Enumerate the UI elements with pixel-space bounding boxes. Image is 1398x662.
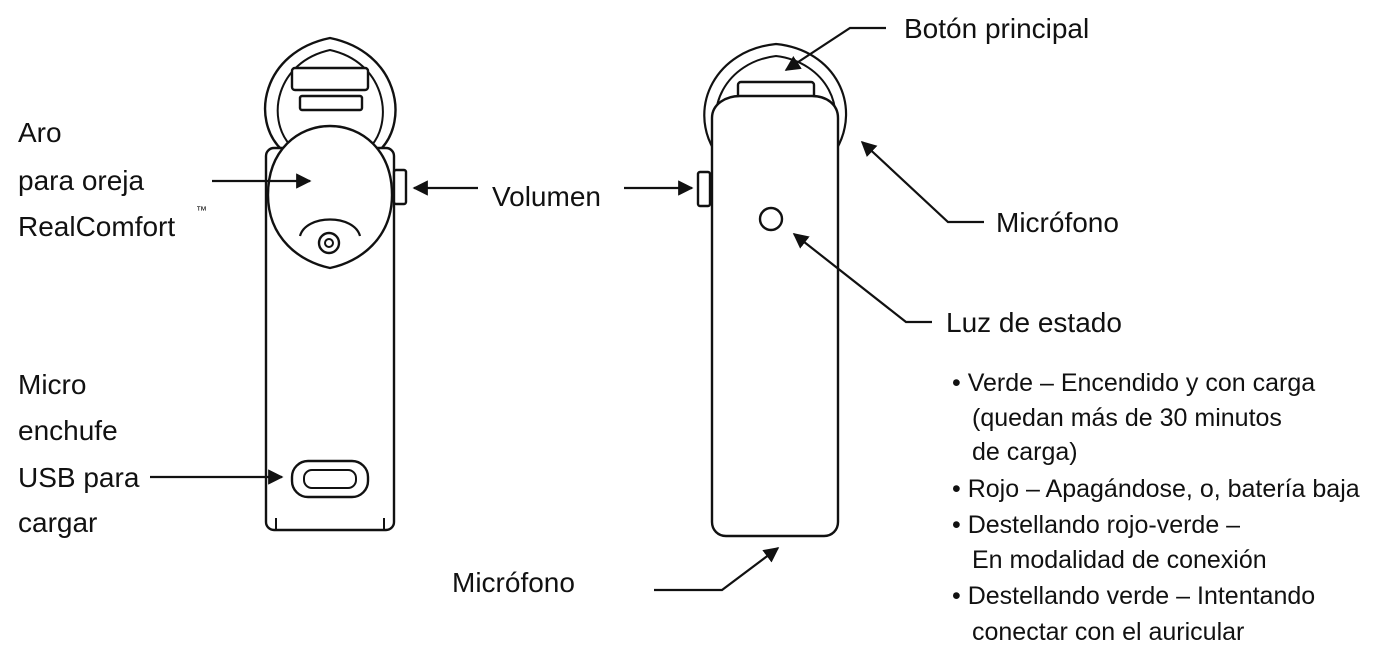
volume-button-front: [696, 170, 712, 208]
status-item-green-line3: de carga): [972, 438, 1078, 466]
status-item-green-line2: (quedan más de 30 minutos: [972, 404, 1282, 432]
svg-text:Micro: Micro: [18, 369, 86, 400]
label-main-button: Botón principal: [904, 13, 1089, 44]
headset-front-view: [696, 42, 848, 538]
status-item-flash-redgreen-line1: • Destellando rojo-verde –: [952, 511, 1240, 539]
svg-text:para oreja: para oreja: [18, 165, 145, 196]
ear-loop-ring-front: [703, 42, 848, 151]
svg-text:RealComfort: RealComfort: [18, 211, 175, 242]
usb-port: [290, 459, 370, 499]
leader-lines: [150, 26, 984, 592]
status-item-flash-green-line1: • Destellando verde – Intentando: [952, 582, 1315, 610]
label-volume: Volumen: [492, 181, 601, 212]
label-mic-bottom: Micrófono: [452, 567, 575, 598]
status-item-red: • Rojo – Apagándose, o, batería baja: [952, 475, 1360, 503]
label-mic-top: Micrófono: [996, 207, 1119, 238]
label-usb: Micro enchufe USB para cargar: [18, 369, 140, 538]
svg-text:USB para: USB para: [18, 462, 140, 493]
status-item-flash-redgreen-line2: En modalidad de conexión: [972, 546, 1267, 574]
status-light-list: • Verde – Encendido y con carga (quedan …: [952, 369, 1360, 646]
headset-body-front: [710, 94, 840, 538]
status-item-green-line1: • Verde – Encendido y con carga: [952, 369, 1315, 397]
svg-text:cargar: cargar: [18, 507, 97, 538]
ear-loop-ring: [263, 36, 397, 151]
status-light: [758, 206, 784, 232]
label-ear-loop: Aro para oreja RealComfort ™: [18, 117, 207, 242]
svg-text:enchufe: enchufe: [18, 415, 118, 446]
svg-text:Aro: Aro: [18, 117, 62, 148]
earpiece: [266, 124, 394, 270]
status-item-flash-green-line2: conectar con el auricular: [972, 618, 1244, 646]
volume-button-back: [392, 168, 408, 206]
svg-text:™: ™: [196, 205, 207, 217]
label-status-light: Luz de estado: [946, 307, 1122, 338]
headset-back-view: [263, 36, 408, 532]
